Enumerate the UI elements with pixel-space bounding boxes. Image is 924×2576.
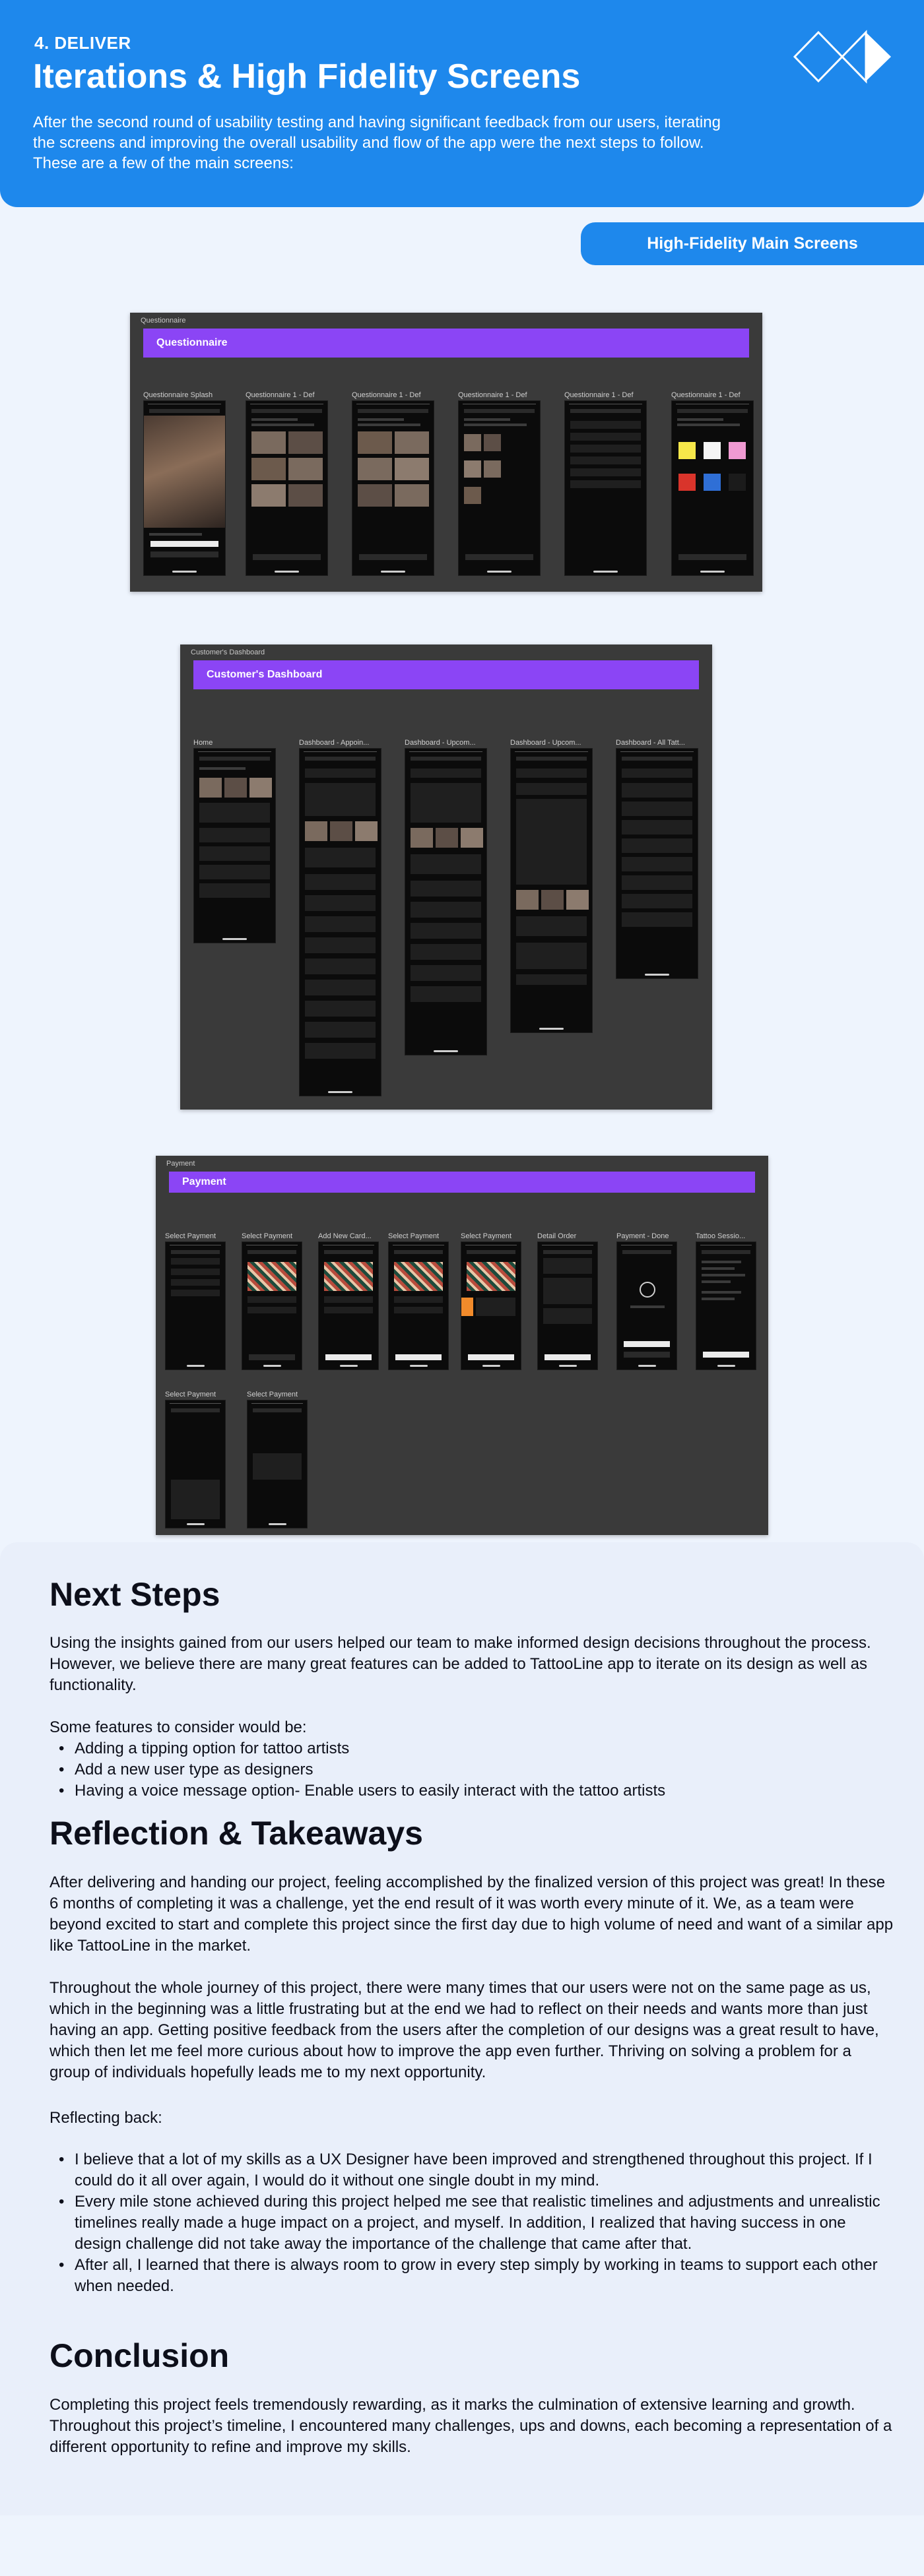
questionnaire-screen[interactable]: Questionnaire 1 - Def — [246, 391, 328, 576]
reflection-paragraph-2: Throughout the whole journey of this pro… — [50, 1979, 879, 2081]
dashboard-screen[interactable]: Home — [193, 739, 276, 943]
screen-label: Add New Card... — [318, 1232, 372, 1240]
screen-label: Questionnaire 1 - Def — [352, 391, 421, 399]
next-steps-paragraph: Using the insights gained from our users… — [50, 1634, 871, 1694]
list-item: Add a new user type as designers — [50, 1759, 881, 1780]
customer-dashboard-board: Customer's Dashboard Customer's Dashboar… — [180, 644, 712, 1110]
phone-mockup — [247, 1400, 308, 1528]
reflecting-back-intro: Reflecting back: — [50, 2109, 162, 2127]
questionnaire-screen[interactable]: Questionnaire 1 - Def — [458, 391, 541, 576]
list-item: I believe that a lot of my skills as a U… — [50, 2149, 881, 2191]
screen-label: Questionnaire Splash — [143, 391, 213, 399]
phone-mockup — [246, 400, 328, 576]
phone-mockup — [616, 1241, 677, 1370]
phone-mockup — [143, 400, 226, 576]
phone-mockup — [165, 1241, 226, 1370]
questionnaire-board: Questionnaire Questionnaire Questionnair… — [130, 313, 762, 592]
dashboard-screen[interactable]: Dashboard - All Tatt... — [616, 739, 698, 979]
features-intro: Some features to consider would be: — [50, 1718, 307, 1736]
text-section: Next Steps Using the insights gained fro… — [0, 1542, 924, 2515]
screen-label: Questionnaire 1 - Def — [671, 391, 741, 399]
board-banner: Questionnaire — [143, 329, 749, 358]
phone-mockup — [299, 748, 381, 1096]
screen-label: Select Payment — [388, 1232, 440, 1240]
questionnaire-screen[interactable]: Questionnaire 1 - Def — [564, 391, 647, 576]
dashboard-screen[interactable]: Dashboard - Appoin... — [299, 739, 381, 1096]
phone-mockup — [671, 400, 754, 576]
phone-mockup — [388, 1241, 449, 1370]
page-title: Iterations & High Fidelity Screens — [33, 57, 581, 96]
screen-label: Dashboard - Appoin... — [299, 739, 370, 747]
reflection-paragraph-1: After delivering and handing our project… — [50, 1873, 894, 1955]
screen-label: Questionnaire 1 - Def — [564, 391, 634, 399]
screen-label: Select Payment — [461, 1232, 512, 1240]
board-tag: Questionnaire — [141, 317, 186, 325]
board-tag: Customer's Dashboard — [191, 648, 265, 656]
section-eyebrow: 4. DELIVER — [34, 33, 131, 53]
brand-logo-icon — [793, 30, 891, 84]
phone-mockup — [564, 400, 647, 576]
payment-screen[interactable]: Select Payment — [165, 1391, 226, 1528]
phone-mockup — [696, 1241, 756, 1370]
screen-label: Home — [193, 739, 213, 747]
phone-mockup — [165, 1400, 226, 1528]
board-banner: Payment — [169, 1172, 755, 1193]
screen-label: Select Payment — [165, 1232, 216, 1240]
questionnaire-screen[interactable]: Questionnaire 1 - Def — [671, 391, 754, 576]
payment-screen[interactable]: Add New Card... — [318, 1232, 379, 1370]
phone-mockup — [458, 400, 541, 576]
screen-label: Questionnaire 1 - Def — [246, 391, 315, 399]
payment-screen[interactable]: Select Payment — [242, 1232, 302, 1370]
board-tag: Payment — [166, 1160, 195, 1168]
list-item: Having a voice message option- Enable us… — [50, 1780, 881, 1802]
screen-label: Payment - Done — [616, 1232, 669, 1240]
screen-label: Dashboard - Upcom... — [510, 739, 581, 747]
screen-label: Detail Order — [537, 1232, 577, 1240]
payment-screen[interactable]: Payment - Done — [616, 1232, 677, 1370]
screen-label: Tattoo Sessio... — [696, 1232, 746, 1240]
reflection-points: I believe that a lot of my skills as a U… — [50, 2149, 881, 2297]
screen-label: Dashboard - Upcom... — [405, 739, 476, 747]
phone-mockup — [405, 748, 487, 1055]
questionnaire-screen[interactable]: Questionnaire Splash — [143, 391, 226, 576]
section-pill: High-Fidelity Main Screens — [581, 222, 924, 265]
payment-screen[interactable]: Select Payment — [247, 1391, 308, 1528]
header-description: After the second round of usability test… — [33, 113, 721, 172]
dashboard-screen[interactable]: Dashboard - Upcom... — [405, 739, 487, 1055]
payment-screen[interactable]: Tattoo Sessio... — [696, 1232, 756, 1370]
phone-mockup — [616, 748, 698, 979]
screen-label: Dashboard - All Tatt... — [616, 739, 685, 747]
next-steps-heading: Next Steps — [50, 1576, 220, 1613]
phone-mockup — [352, 400, 434, 576]
payment-screen[interactable]: Detail Order — [537, 1232, 598, 1370]
list-item: Adding a tipping option for tattoo artis… — [50, 1738, 881, 1759]
list-item: Every mile stone achieved during this pr… — [50, 2191, 881, 2255]
phone-mockup — [510, 748, 593, 1033]
payment-screen[interactable]: Select Payment — [388, 1232, 449, 1370]
phone-mockup — [193, 748, 276, 943]
screen-label: Questionnaire 1 - Def — [458, 391, 527, 399]
features-list: Adding a tipping option for tattoo artis… — [50, 1738, 881, 1802]
phone-mockup — [461, 1241, 521, 1370]
screen-label: Select Payment — [165, 1391, 216, 1398]
screen-label: Select Payment — [247, 1391, 298, 1398]
dashboard-screen[interactable]: Dashboard - Upcom... — [510, 739, 593, 1033]
screen-label: Select Payment — [242, 1232, 293, 1240]
payment-screen[interactable]: Select Payment — [461, 1232, 521, 1370]
conclusion-heading: Conclusion — [50, 2337, 230, 2374]
hero-header: 4. DELIVER Iterations & High Fidelity Sc… — [0, 0, 924, 207]
phone-mockup — [318, 1241, 379, 1370]
payment-board: Payment Payment Select Payment Select Pa… — [156, 1156, 768, 1535]
conclusion-paragraph: Completing this project feels tremendous… — [50, 2396, 892, 2456]
phone-mockup — [242, 1241, 302, 1370]
board-banner: Customer's Dashboard — [193, 660, 699, 689]
reflection-heading: Reflection & Takeaways — [50, 1815, 423, 1852]
phone-mockup — [537, 1241, 598, 1370]
payment-screen[interactable]: Select Payment — [165, 1232, 226, 1370]
list-item: After all, I learned that there is alway… — [50, 2255, 881, 2297]
questionnaire-screen[interactable]: Questionnaire 1 - Def — [352, 391, 434, 576]
